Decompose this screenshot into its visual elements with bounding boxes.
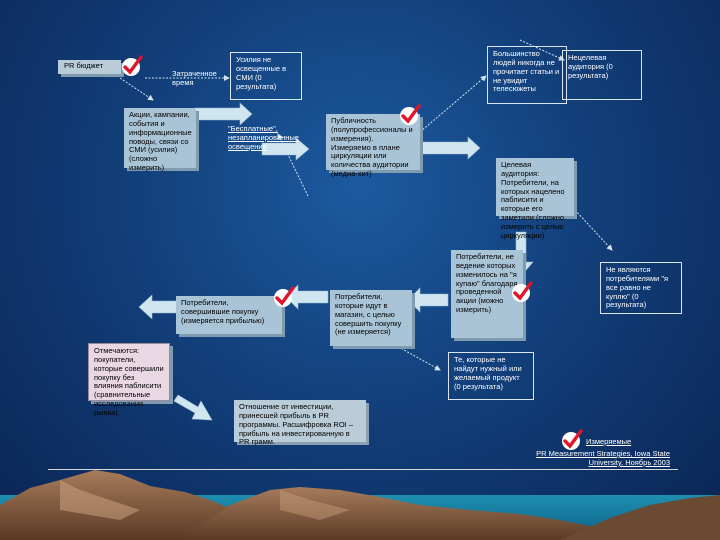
arrow-activities-to-free xyxy=(195,103,252,125)
box-pr-budget: PR бюджет xyxy=(58,60,121,74)
box-sales-result: Отмечаются: покупатели, которые совершил… xyxy=(88,343,170,401)
label-not-found: Те, которые не найдут нужный или желаемы… xyxy=(448,352,534,400)
label-majority-ignore: Большинство людей никогда не прочитает с… xyxy=(487,46,567,104)
box-roi: Отношение от инвестиции, принесшей прибы… xyxy=(234,400,366,442)
roi-text: Отношение от инвестиции, принесшей прибы… xyxy=(239,402,353,446)
box-activities: Акции, кампании, события и информационны… xyxy=(124,108,196,168)
check-icon xyxy=(510,280,534,304)
check-icon xyxy=(398,103,422,127)
label-not-buyers: Не являются потребителями "я все равно н… xyxy=(600,262,682,314)
check-icon xyxy=(560,428,584,452)
pr-budget-label: PR бюджет xyxy=(64,61,103,70)
divider-line xyxy=(48,469,678,470)
bought-text: Потребители, совершившие покупку (измеря… xyxy=(181,298,264,325)
label-untargeted: Нецелевая аудитория (0 результата) xyxy=(562,50,642,100)
check-icon xyxy=(120,54,144,78)
consumers-changed-text: Потребители, не ведение которых изменило… xyxy=(456,252,518,314)
label-own-time: Затраченное время xyxy=(172,70,232,88)
activities-text: Акции, кампании, события и информационны… xyxy=(129,110,192,172)
went-to-store-text: Потребители, которые идут в магазин, с ц… xyxy=(335,292,401,336)
label-no-media: Усилия не освещенные в СМИ (0 результата… xyxy=(230,52,302,100)
legend-title: Измеряемые xyxy=(586,438,666,447)
box-went-to-store: Потребители, которые идут в магазин, с ц… xyxy=(330,290,412,346)
source-note: PR Measurement Strategies, Iowa State Un… xyxy=(500,450,670,468)
box-target-audience: Целевая аудитория: Потребители, на котор… xyxy=(496,158,574,216)
target-audience-text: Целевая аудитория: Потребители, на котор… xyxy=(501,160,565,240)
label-free-media: "Бесплатные", незапланированные освещени… xyxy=(228,125,308,152)
box-bought: Потребители, совершившие покупку (измеря… xyxy=(176,296,282,334)
check-icon xyxy=(272,285,296,309)
